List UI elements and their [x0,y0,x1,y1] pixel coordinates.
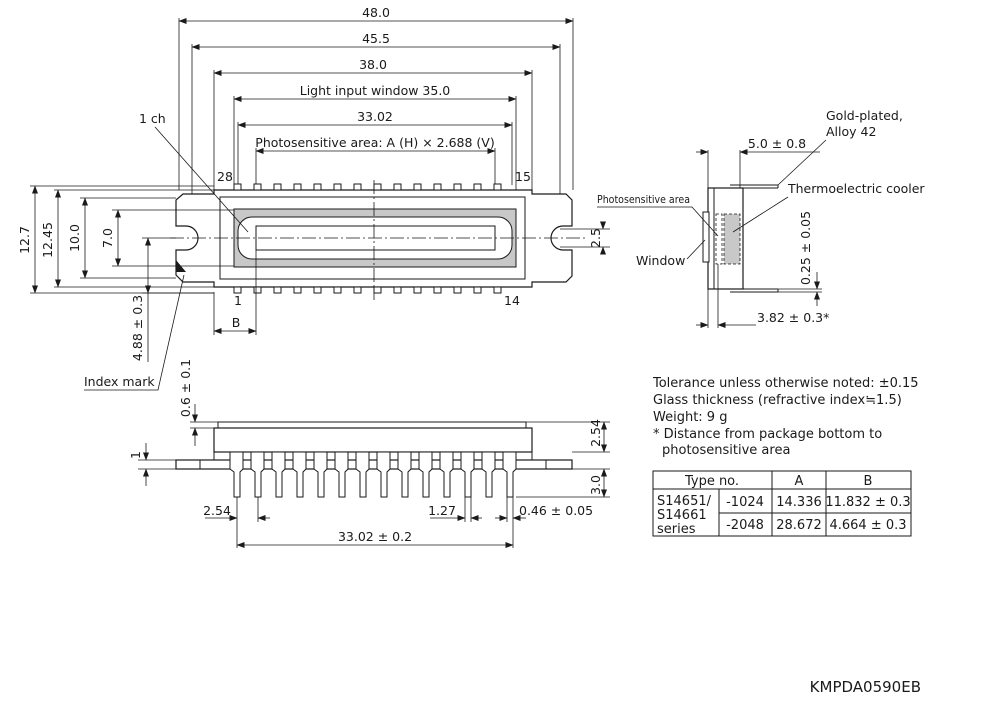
pin-label-28: 28 [217,169,233,184]
dim-33-02-front: 33.02 ± 0.2 [338,529,412,544]
dim-5-0: 5.0 ± 0.8 [748,136,806,151]
dim-total-width: 48.0 [362,5,390,20]
pins-front [229,451,517,498]
table-row1-a: 14.336 [776,495,822,510]
note-asterisk: * Distance from package bottom to [653,427,882,442]
dim-2-54-vertical: 2.54 [588,419,603,447]
label-alloy-42: Alloy 42 [826,124,876,139]
table-header-a: A [795,474,804,489]
table-row1-type: -1024 [726,495,764,510]
dim-0-46: 0.46 ± 0.05 [519,503,593,518]
dim-2-5: 2.5 [588,228,603,248]
table-row2-type: -2048 [726,518,764,533]
dim-4-88: 4.88 ± 0.3 [130,295,145,361]
dim-10-0: 10.0 [67,224,82,252]
dim-2-54-horizontal: 2.54 [203,503,231,518]
table-row2-a: 28.672 [776,518,822,533]
dim-photosensitive-area: Photosensitive area: A (H) × 2.688 (V) [255,135,494,150]
table-header-type: Type no. [684,474,739,489]
label-1ch: 1 ch [139,111,166,126]
thermoelectric-cooler [723,213,741,265]
table-series-line3: series [657,522,696,537]
pins-bottom-row [233,286,502,294]
dim-3-0: 3.0 [588,475,603,495]
notes: Tolerance unless otherwise noted: ±0.15 … [652,376,919,458]
dim-b: B [232,315,241,330]
pin-label-1: 1 [234,293,242,308]
dim-38-0: 38.0 [359,57,387,72]
dim-1: 1 [128,451,143,459]
dim-0-6: 0.6 ± 0.1 [178,359,193,417]
label-photosensitive-side: Photosensitive area [597,193,690,206]
label-index-mark: Index mark [84,374,155,389]
top-view: 48.0 45.5 38.0 Light input window 35.0 3… [17,5,610,391]
dim-33-02-top: 33.02 [357,109,393,124]
table-header-b: B [864,474,873,489]
table-series-line1: S14651/ [657,494,712,509]
dim-1-27: 1.27 [428,503,456,518]
table-row1-b: 11.832 ± 0.3 [825,495,910,510]
label-window: Window [636,253,685,268]
note-glass-thickness: Glass thickness (refractive index≒1.5) [653,393,902,408]
table-row2-b: 4.664 ± 0.3 [829,518,906,533]
pin-label-15: 15 [515,169,531,184]
dim-7-0: 7.0 [100,228,115,248]
note-tolerance: Tolerance unless otherwise noted: ±0.15 [652,376,919,391]
note-asterisk-cont: photosensitive area [662,443,790,458]
dim-0-25: 0.25 ± 0.05 [798,211,813,285]
pins-top-row [233,183,502,191]
dim-12-45: 12.45 [40,222,55,258]
type-table: Type no. A B S14651/ S14661 series -1024… [652,470,912,537]
dim-45-5: 45.5 [362,31,390,46]
label-gold-plated: Gold-plated, [826,108,903,123]
table-series-line2: S14661 [657,508,707,523]
side-view: Gold-plated, Alloy 42 5.0 ± 0.8 Photosen… [597,108,925,328]
front-view: 0.6 ± 0.1 1 2.54 3.0 2.54 1.27 [128,359,610,548]
drawing-code: KMPDA0590EB [810,678,921,696]
dim-3-82: 3.82 ± 0.3* [757,310,829,325]
label-thermoelectric-cooler: Thermoelectric cooler [787,181,925,196]
dim-12-7: 12.7 [17,226,32,254]
dim-light-input-window: Light input window 35.0 [300,83,451,98]
pin-label-14: 14 [504,293,520,308]
note-weight: Weight: 9 g [653,410,727,425]
